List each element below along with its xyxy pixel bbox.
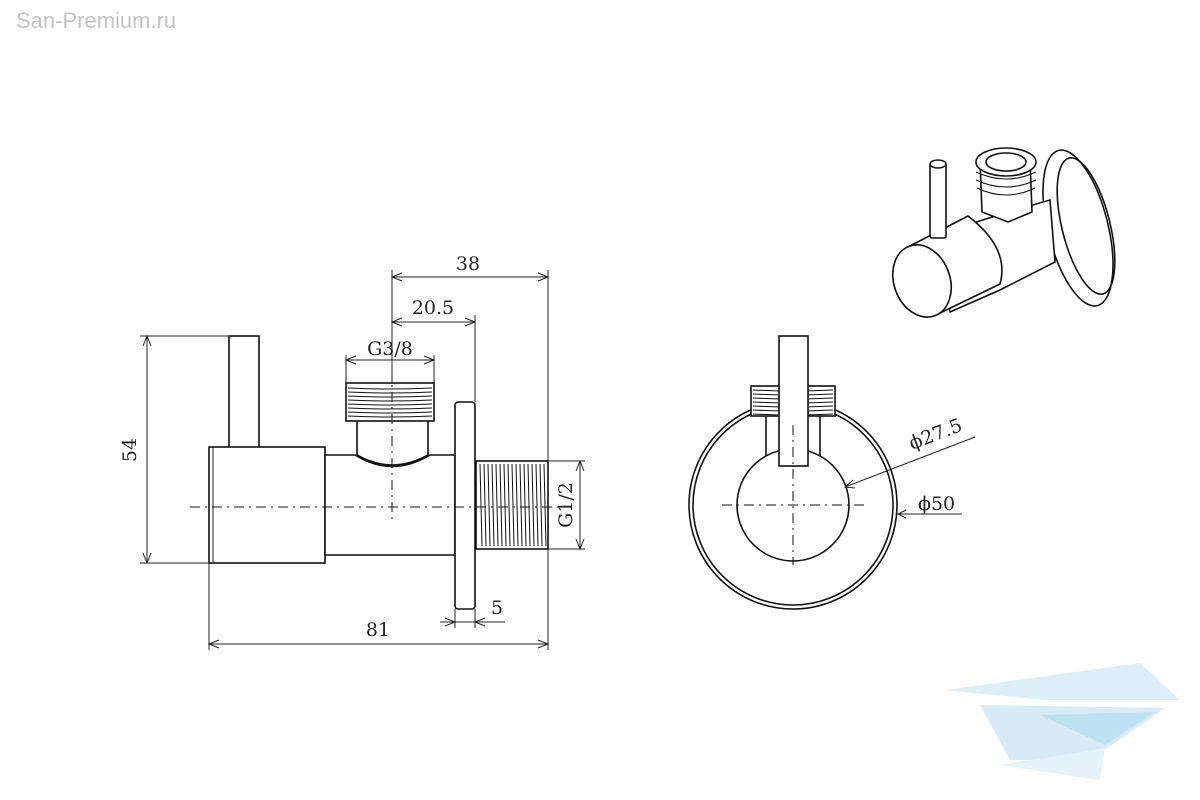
thread-line — [347, 415, 433, 418]
thread-line — [347, 399, 433, 402]
handle-lever-front — [778, 335, 809, 467]
thread-line — [519, 463, 523, 547]
handle-body — [208, 446, 326, 564]
thread-line — [491, 463, 495, 547]
thread-line — [515, 463, 519, 547]
side-view: 54 81 38 20.5 G3/8 G1/2 5 — [119, 253, 585, 650]
thread-line — [479, 463, 483, 547]
thread-line — [499, 463, 503, 547]
length-dimension-label: 81 — [366, 619, 390, 641]
thread-line — [487, 463, 491, 547]
inlet-thread-label: G3/8 — [367, 338, 413, 360]
thread-line — [543, 463, 547, 547]
front-view: ϕ27.5 ϕ50 — [688, 335, 976, 610]
thread-line — [347, 403, 433, 406]
flange-thickness-label: 5 — [491, 597, 503, 619]
thread-line — [483, 463, 487, 547]
valve-body — [324, 454, 456, 556]
brand-logo — [945, 663, 1180, 780]
thread-line — [495, 463, 499, 547]
thread-line — [347, 395, 433, 398]
thread-line — [535, 463, 539, 547]
thread-line — [511, 463, 515, 547]
outlet-thread-label: G1/2 — [555, 482, 577, 528]
thread-line — [507, 463, 511, 547]
thread-line — [523, 463, 527, 547]
thread-line — [347, 407, 433, 410]
handle-diameter-label: ϕ27.5 — [906, 414, 965, 454]
height-dimension-label: 54 — [119, 438, 141, 462]
isometric-view — [892, 147, 1116, 318]
thread-line — [347, 411, 433, 414]
thread-line — [539, 463, 543, 547]
thread-line — [527, 463, 531, 547]
handle-lever — [228, 335, 260, 455]
thread-line — [347, 391, 433, 394]
thread-line — [531, 463, 535, 547]
wall-flange — [454, 401, 476, 610]
outlet-offset-dimension-label: 38 — [456, 253, 480, 275]
flange-diameter-label: ϕ50 — [918, 493, 955, 515]
site-watermark: San-Premium.ru — [16, 8, 177, 33]
thread-line — [503, 463, 507, 547]
thread-line — [347, 387, 433, 390]
inlet-offset-dimension-label: 20.5 — [412, 297, 454, 319]
